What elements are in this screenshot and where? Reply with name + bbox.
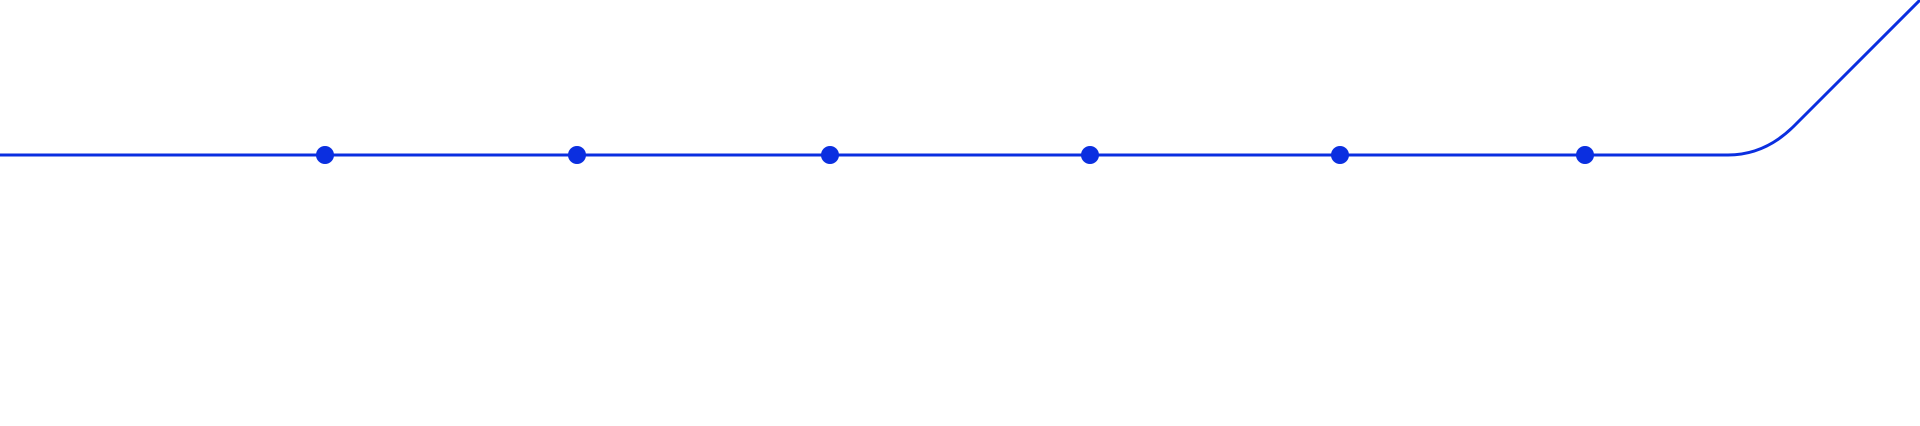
timeline-stop-4[interactable] bbox=[1081, 146, 1099, 164]
timeline-stop-2[interactable] bbox=[568, 146, 586, 164]
timeline-stop-6[interactable] bbox=[1576, 146, 1594, 164]
timeline-stops bbox=[316, 146, 1594, 164]
timeline-stop-3[interactable] bbox=[821, 146, 839, 164]
timeline-stop-1[interactable] bbox=[316, 146, 334, 164]
timeline-stop-5[interactable] bbox=[1331, 146, 1349, 164]
timeline-track-line bbox=[0, 0, 1920, 157]
